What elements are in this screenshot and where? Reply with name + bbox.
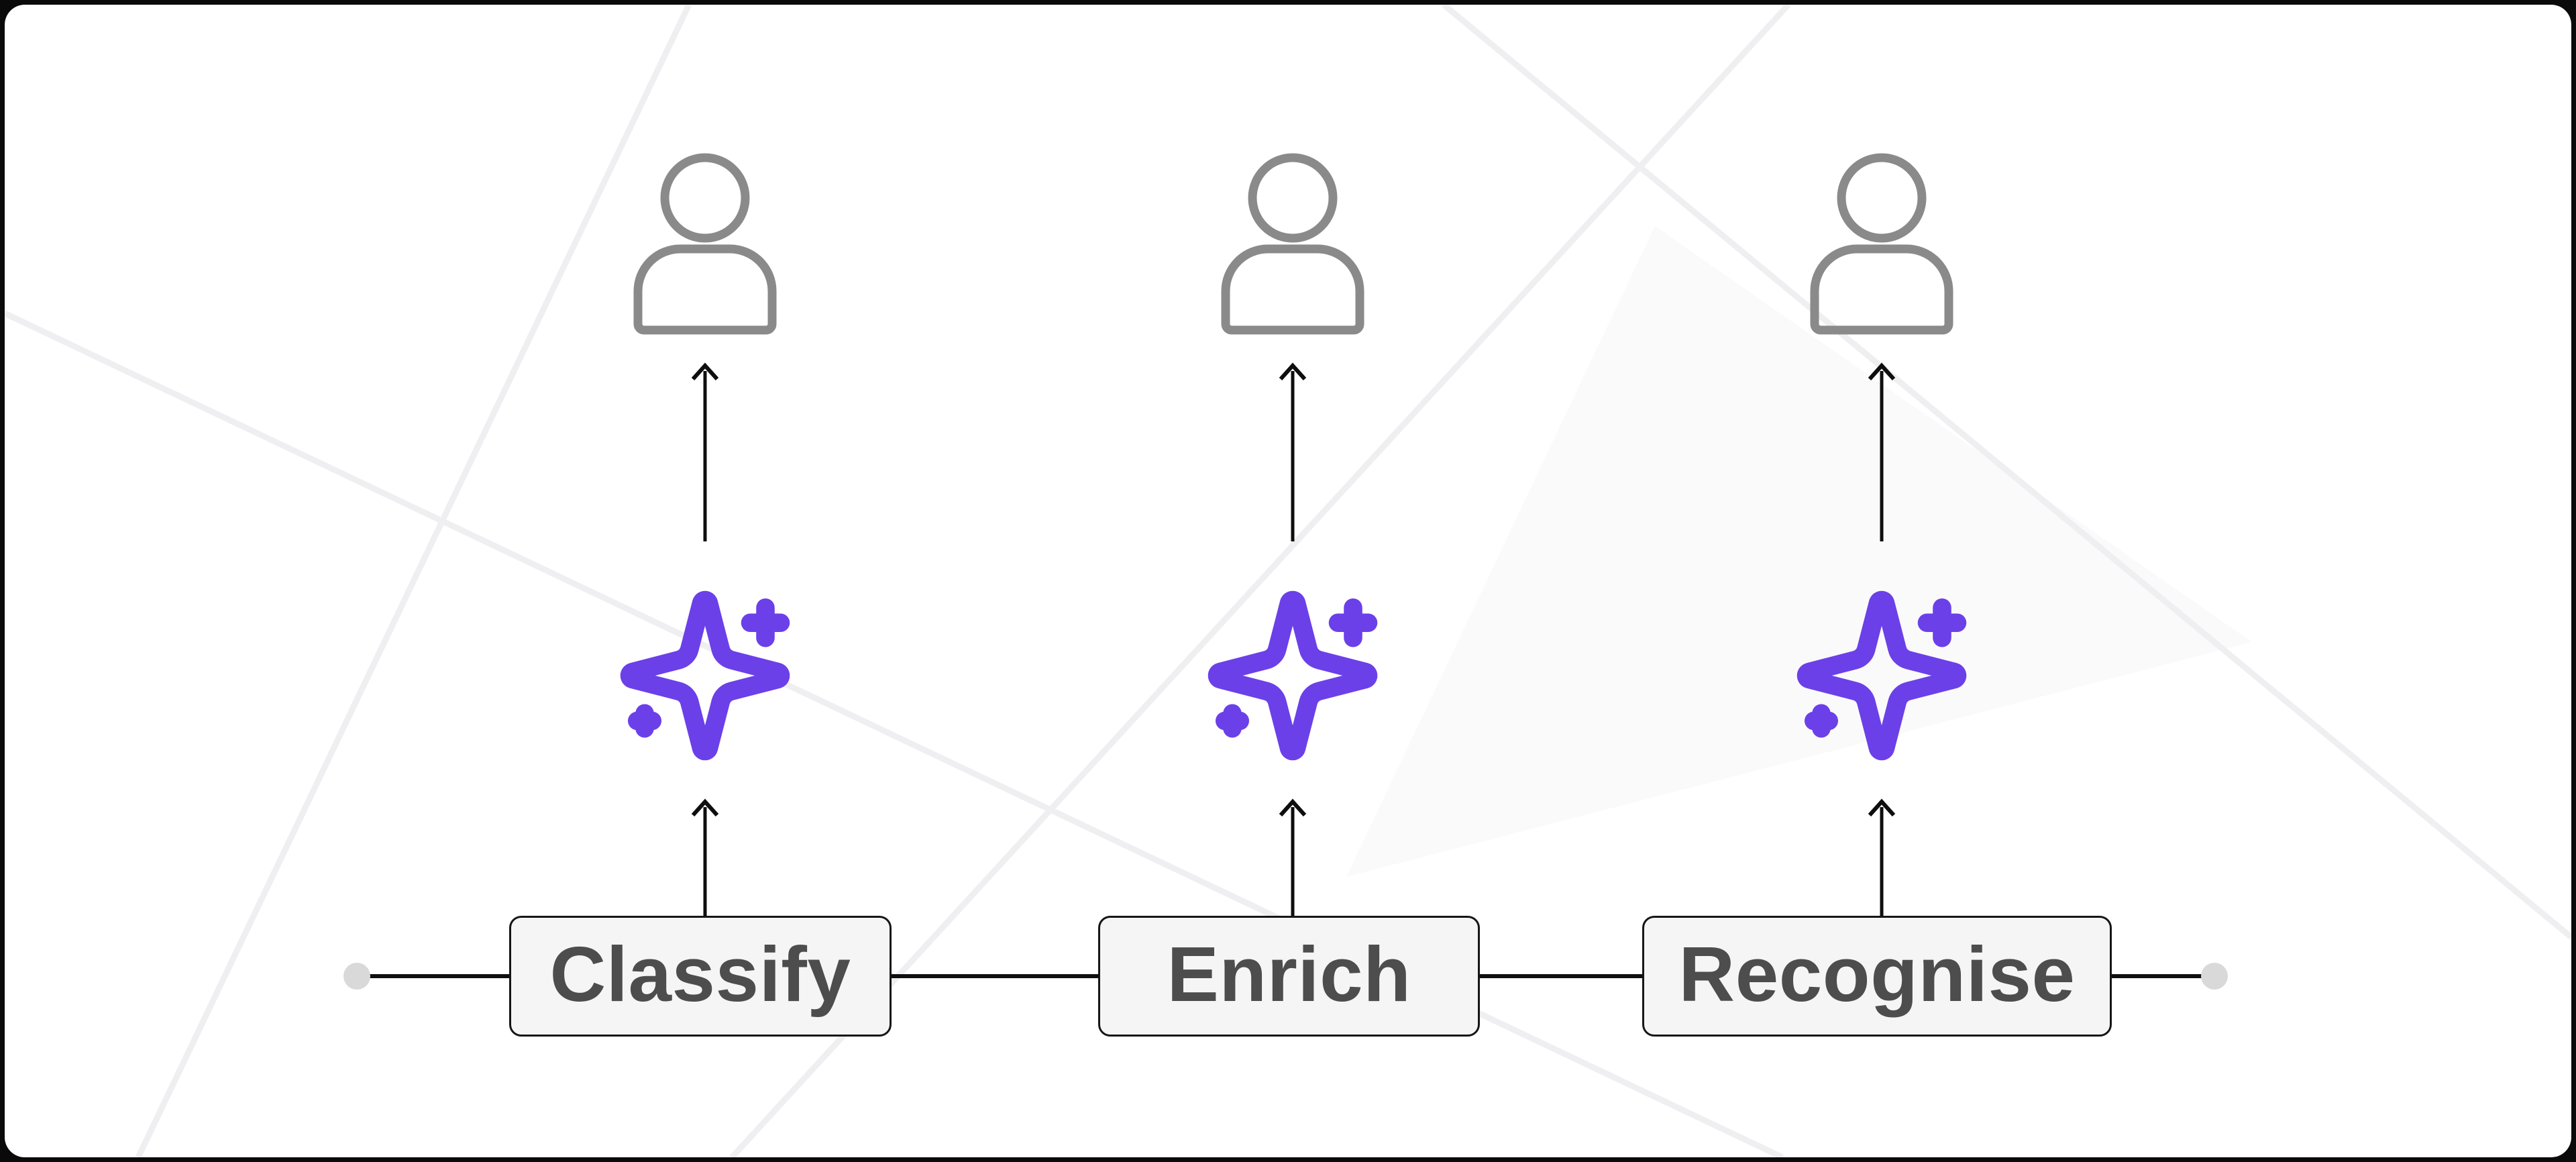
endpoint-dot-left bbox=[343, 963, 370, 990]
stage-label: Classify bbox=[549, 931, 851, 1018]
sparkles-ai-icon bbox=[1208, 590, 1378, 761]
up-arrow-box-to-ai bbox=[1279, 798, 1307, 916]
up-arrow-ai-to-person bbox=[1868, 362, 1896, 541]
person-icon bbox=[1810, 153, 1953, 335]
up-arrow-box-to-ai bbox=[1868, 798, 1896, 916]
stage-label: Enrich bbox=[1167, 931, 1411, 1018]
stage-column-classify bbox=[620, 153, 790, 916]
endpoint-dot-right bbox=[2201, 963, 2228, 990]
diagram-card: Classify Enrich Recognise bbox=[5, 5, 2571, 1157]
decor-line-right-steep bbox=[729, 5, 1791, 1157]
person-icon bbox=[1221, 153, 1364, 335]
stage-box-recognise: Recognise bbox=[1642, 916, 2112, 1037]
stage-box-classify: Classify bbox=[509, 916, 892, 1037]
decor-line-left-steep bbox=[135, 5, 692, 1157]
stage-column-recognise bbox=[1796, 153, 1967, 916]
decor-diagonal-lines bbox=[5, 5, 2571, 1157]
background-decor bbox=[5, 5, 2571, 1157]
up-arrow-ai-to-person bbox=[1279, 362, 1307, 541]
stage-box-enrich: Enrich bbox=[1098, 916, 1480, 1037]
stage-column-enrich bbox=[1208, 153, 1378, 916]
up-arrow-box-to-ai bbox=[691, 798, 719, 916]
decor-line-right-shallow bbox=[1442, 5, 2571, 940]
person-icon bbox=[633, 153, 777, 335]
decor-tint-polygon bbox=[1346, 226, 2252, 877]
sparkles-ai-icon bbox=[620, 590, 790, 761]
stage-label: Recognise bbox=[1678, 931, 2076, 1018]
sparkles-ai-icon bbox=[1796, 590, 1967, 761]
up-arrow-ai-to-person bbox=[691, 362, 719, 541]
decor-line-left-shallow bbox=[5, 310, 1784, 1157]
